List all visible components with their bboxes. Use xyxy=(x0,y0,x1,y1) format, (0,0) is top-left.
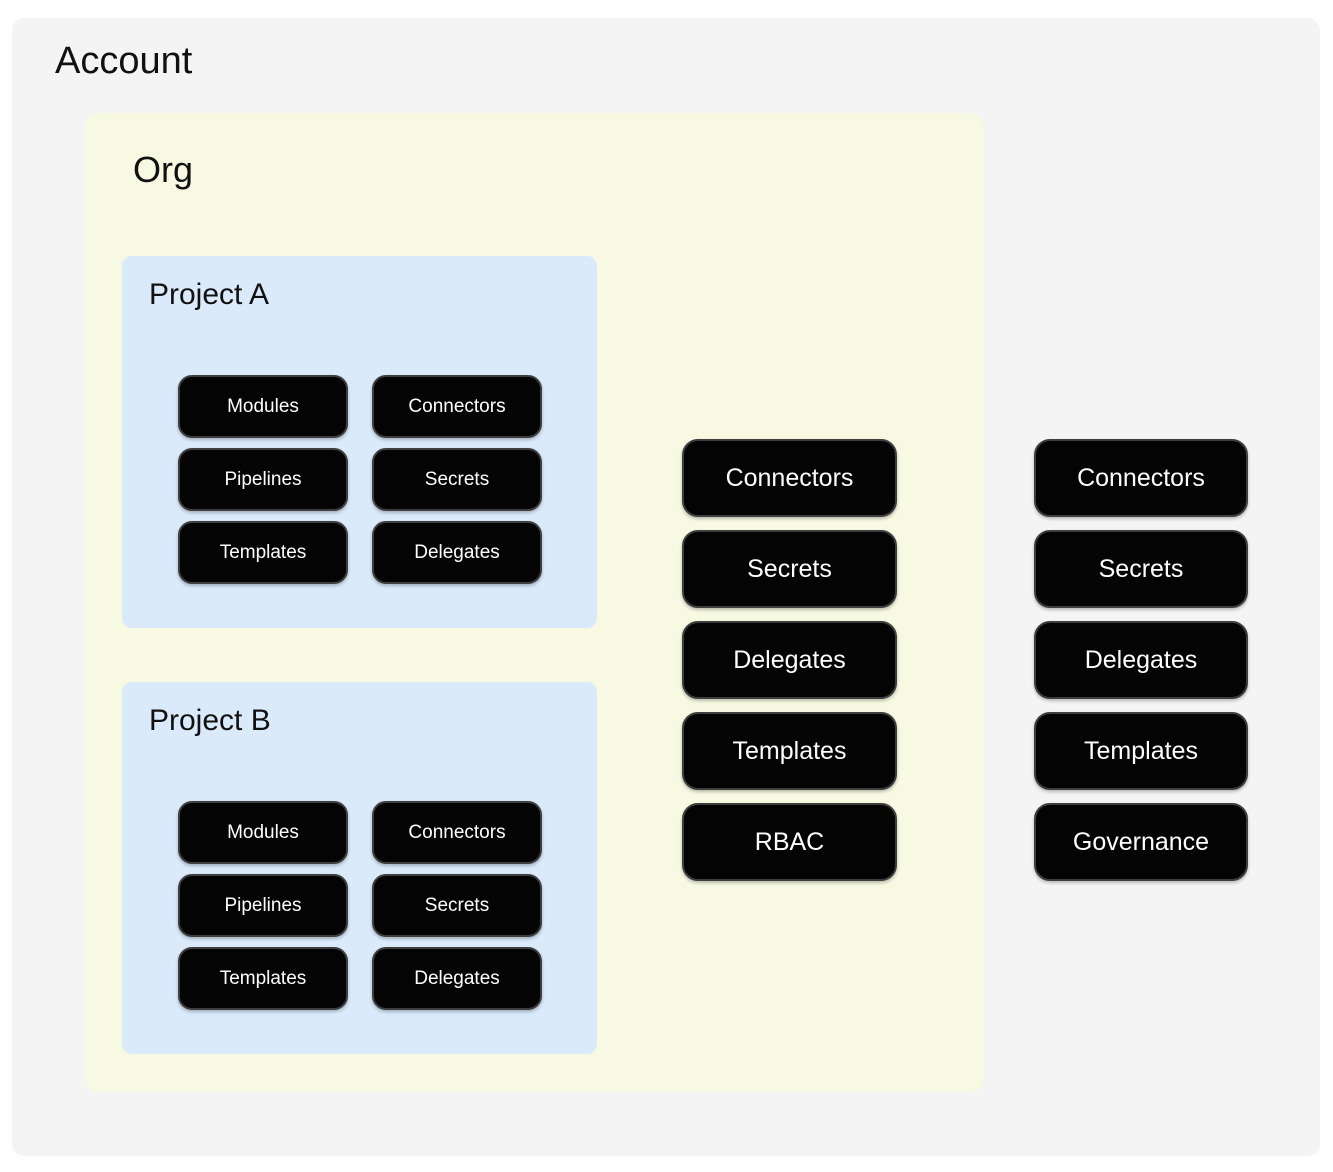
project-a-title: Project A xyxy=(149,278,270,311)
project-a-pill-connectors: Connectors xyxy=(372,375,542,438)
project-a-pill-modules: Modules xyxy=(178,375,348,438)
project-b-pill-modules: Modules xyxy=(178,801,348,864)
account-pill-secrets: Secrets xyxy=(1034,530,1248,608)
project-b-pill-pipelines: Pipelines xyxy=(178,874,348,937)
account-pill-templates: Templates xyxy=(1034,712,1248,790)
project-b-pill-delegates: Delegates xyxy=(372,947,542,1010)
project-b-title: Project B xyxy=(149,704,271,737)
account-pill-delegates: Delegates xyxy=(1034,621,1248,699)
project-a-pill-grid: Modules Connectors Pipelines Secrets Tem… xyxy=(178,375,542,584)
org-pill-column: Connectors Secrets Delegates Templates R… xyxy=(682,439,897,881)
account-pill-column: Connectors Secrets Delegates Templates G… xyxy=(1034,439,1248,881)
project-b-pill-secrets: Secrets xyxy=(372,874,542,937)
account-title: Account xyxy=(55,40,193,82)
org-pill-secrets: Secrets xyxy=(682,530,897,608)
org-pill-rbac: RBAC xyxy=(682,803,897,881)
project-a-pill-secrets: Secrets xyxy=(372,448,542,511)
project-b-pill-connectors: Connectors xyxy=(372,801,542,864)
org-container: Org Project A Modules Connectors Pipelin… xyxy=(85,113,984,1092)
org-pill-delegates: Delegates xyxy=(682,621,897,699)
project-b-pill-grid: Modules Connectors Pipelines Secrets Tem… xyxy=(178,801,542,1010)
project-a-pill-pipelines: Pipelines xyxy=(178,448,348,511)
account-pill-governance: Governance xyxy=(1034,803,1248,881)
org-pill-templates: Templates xyxy=(682,712,897,790)
org-title: Org xyxy=(133,149,194,190)
project-a-container: Project A Modules Connectors Pipelines S… xyxy=(122,256,597,628)
account-container: Account Org Project A Modules Connectors… xyxy=(12,18,1320,1156)
org-pill-connectors: Connectors xyxy=(682,439,897,517)
project-b-pill-templates: Templates xyxy=(178,947,348,1010)
project-a-pill-delegates: Delegates xyxy=(372,521,542,584)
project-b-container: Project B Modules Connectors Pipelines S… xyxy=(122,682,597,1054)
project-a-pill-templates: Templates xyxy=(178,521,348,584)
account-pill-connectors: Connectors xyxy=(1034,439,1248,517)
